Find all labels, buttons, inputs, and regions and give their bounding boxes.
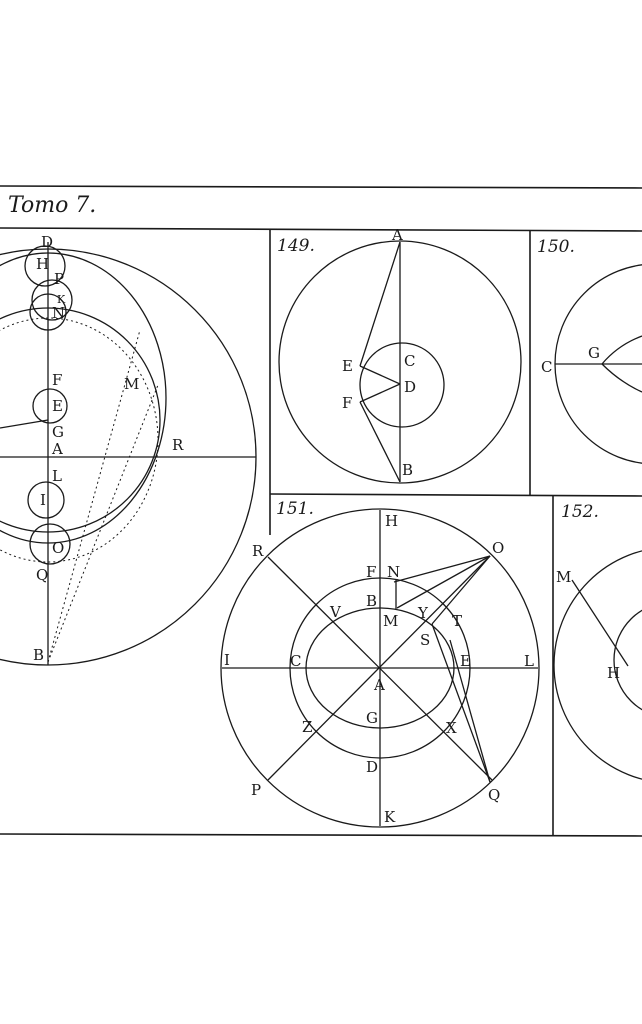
fig151-label-g: G — [366, 709, 378, 727]
fig151-label-s: S — [420, 631, 430, 649]
left-label-g: G — [52, 423, 64, 441]
fig151-label-h: H — [385, 512, 398, 530]
fig151-line-om — [396, 555, 491, 609]
left-label-h: H — [36, 255, 49, 273]
fig149-label-e: E — [342, 357, 353, 375]
left-label-e: E — [52, 397, 63, 415]
fig151-label-r: R — [252, 542, 264, 560]
fig152-label-m: M — [556, 568, 571, 586]
fig151-label-y: Y — [417, 604, 429, 622]
fig151-diagonal-rq — [267, 556, 493, 781]
fig152-label-h: H — [607, 664, 620, 682]
fig151-label-q: Q — [488, 786, 500, 804]
left-label-d: D — [41, 233, 53, 251]
fig151-label-m: M — [383, 612, 398, 630]
fig151-label-x: X — [446, 719, 457, 737]
fig149-number: 149. — [277, 236, 315, 256]
left-label-k: K — [57, 293, 66, 306]
figure-150: 150. C G — [537, 237, 642, 464]
left-label-q: Q — [36, 566, 48, 584]
fig149-line-df — [359, 383, 401, 403]
fig151-label-e: E — [460, 652, 471, 670]
fig151-label-b: B — [366, 592, 377, 610]
left-label-l: L — [52, 467, 62, 485]
fig151-number: 151. — [276, 499, 314, 519]
left-small-circle-i — [27, 481, 65, 519]
fig151-label-v: V — [329, 603, 342, 621]
left-dotted-chord-1 — [47, 384, 159, 663]
fig151-label-p: P — [251, 781, 261, 799]
fig151-label-o: O — [492, 539, 504, 557]
fig149-line-fb — [359, 401, 401, 483]
left-label-b: B — [33, 646, 44, 664]
plate-bottom-rule — [0, 833, 642, 837]
fig151-line-oy — [431, 555, 491, 625]
left-small-circle-e — [32, 388, 68, 424]
left-label-f: F — [52, 371, 62, 389]
header-bottom-rule — [0, 227, 642, 232]
fig150-label-g: G — [588, 344, 600, 362]
fig150-curve-upper — [601, 335, 642, 365]
fig152-number: 152. — [561, 502, 599, 522]
left-orbit-middle — [0, 307, 161, 533]
left-orbit-upper — [0, 252, 167, 544]
fig152-outer-circle — [553, 550, 642, 780]
fig149-label-b: B — [402, 461, 413, 479]
fig149-outer-circle — [278, 240, 522, 484]
fig150-curve-lower — [601, 363, 642, 393]
fig150-label-c: C — [541, 358, 552, 376]
fig149-label-f: F — [342, 394, 352, 412]
fig152-inner-circle — [613, 609, 642, 711]
left-orbit-dotted — [0, 317, 159, 563]
fig151-label-i: I — [224, 651, 230, 669]
fig149-label-d: D — [404, 378, 416, 396]
fig151-label-k: K — [384, 808, 396, 826]
left-label-o: O — [52, 539, 64, 557]
left-small-circle-k — [31, 279, 73, 321]
left-label-r: R — [172, 436, 184, 454]
fig149-line-ae — [359, 241, 401, 367]
fig149-inner-circle — [359, 342, 445, 428]
plate-header: Tomo 7. — [0, 185, 642, 232]
figure-149: 149. A C E D F B — [277, 226, 522, 484]
fig152-line-mh — [571, 579, 629, 667]
fig151-label-l: L — [524, 652, 534, 670]
fig151-line-on — [393, 555, 491, 583]
left-label-a: A — [51, 440, 63, 458]
fig151-line-sq — [431, 623, 491, 783]
fig151-label-a: A — [373, 676, 385, 694]
left-label-p: P — [54, 270, 64, 288]
figure-152: 152. M H — [553, 502, 642, 780]
fig151-outer-circle — [220, 508, 540, 828]
left-small-circle-o — [29, 523, 71, 565]
fig151-label-z: Z — [302, 718, 312, 736]
left-label-i: I — [40, 491, 46, 509]
fig150-number: 150. — [537, 237, 575, 257]
fig151-label-d: D — [366, 758, 378, 776]
fig151-label-n: N — [387, 563, 400, 581]
panel-frame — [0, 230, 642, 837]
fig151-diagonal-po — [267, 555, 491, 781]
fig149-label-a: A — [391, 226, 403, 244]
plate-title: Tomo 7. — [8, 193, 96, 218]
fig151-label-t: T — [452, 612, 462, 630]
left-radius-line — [0, 419, 49, 429]
left-small-circle-n — [29, 293, 67, 331]
header-top-rule — [0, 185, 642, 189]
left-label-n: N — [52, 304, 65, 322]
left-small-circle-h — [24, 245, 66, 287]
figure-151: 151. H O R F N B V M Y T S I C E L A G Z… — [220, 499, 540, 828]
left-label-m: M — [124, 375, 139, 393]
divider-horizontal — [269, 493, 642, 497]
fig149-label-c: C — [404, 352, 415, 370]
fig151-label-c: C — [290, 652, 301, 670]
figure-left: D H P K N F E G A L I O Q B M R — [0, 233, 257, 666]
fig149-line-ed — [359, 365, 401, 385]
fig151-label-f: F — [366, 563, 376, 581]
fig151-line-tq — [449, 639, 491, 783]
